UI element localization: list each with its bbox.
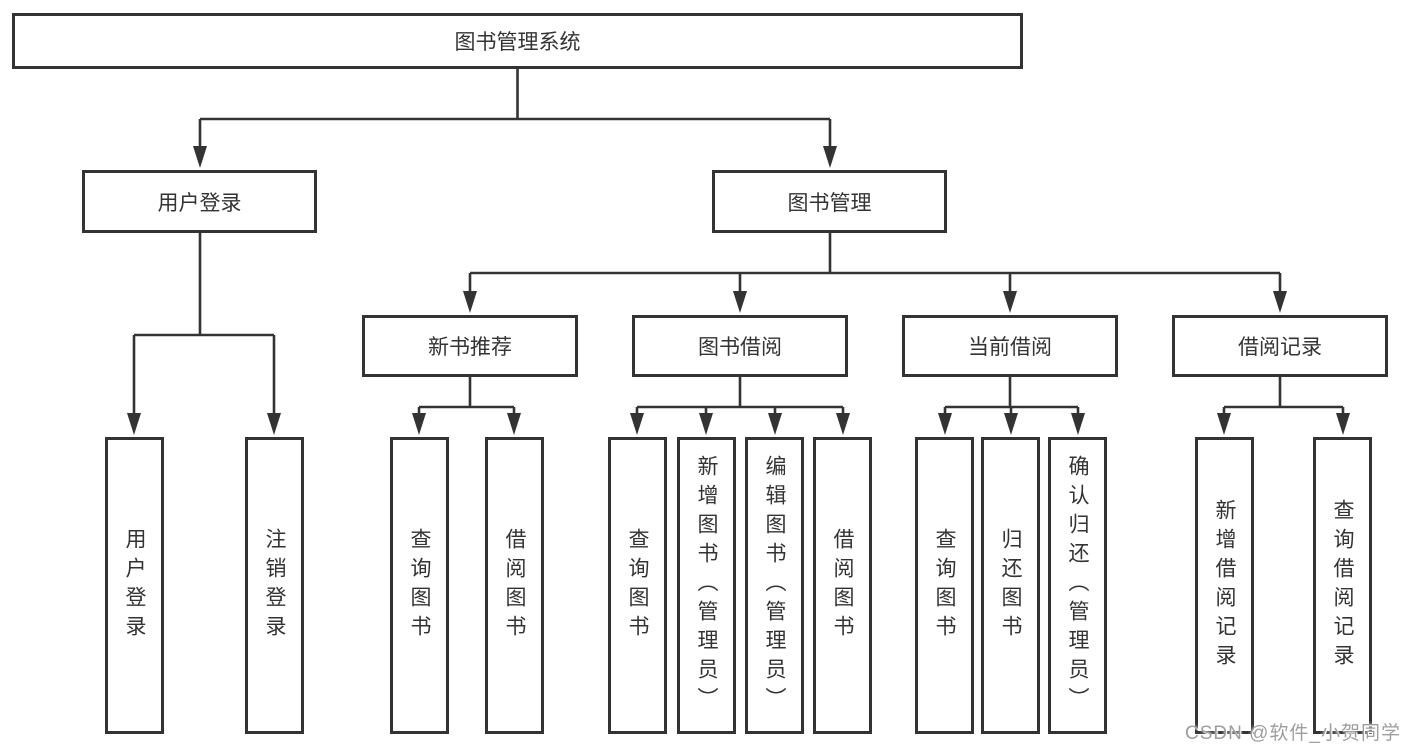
connector-current-borrow-to-leaves [938, 377, 1085, 435]
leaf-nbr-query-books: 查询图书 [390, 437, 449, 734]
connector-borrow-records-to-leaves [1217, 377, 1350, 435]
arrowhead [836, 413, 850, 435]
arrowhead [1336, 413, 1350, 435]
leaf-user-login: 用户登录 [105, 437, 164, 734]
leaf-bb-query-books: 查询图书 [608, 437, 667, 734]
arrowhead [1071, 413, 1085, 435]
leaf-bb-borrow-books: 借阅图书 [813, 437, 872, 734]
connector-root-to-level2 [193, 69, 837, 168]
arrowhead [412, 413, 426, 435]
arrowhead [699, 413, 713, 435]
leaf-cb-return-books: 归还图书 [981, 437, 1040, 734]
node-book-management: 图书管理 [712, 170, 947, 233]
arrowhead [127, 413, 141, 435]
arrowhead [630, 413, 644, 435]
leaf-nbr-borrow-books: 借阅图书 [485, 437, 544, 734]
arrowhead [1217, 413, 1231, 435]
arrowhead [938, 413, 952, 435]
connector-new-book-recommend-to-leaves [412, 377, 521, 435]
arrowhead [1003, 291, 1017, 313]
node-current-borrow: 当前借阅 [902, 315, 1118, 377]
node-borrow-records: 借阅记录 [1172, 315, 1388, 377]
arrowhead [267, 413, 281, 435]
node-user-login: 用户登录 [82, 170, 317, 233]
connector-book-management-to-level3 [463, 233, 1287, 313]
leaf-bb-edit-books-admin: 编辑图书（管理员） [745, 437, 804, 734]
arrowhead [1004, 413, 1018, 435]
arrowhead [1273, 291, 1287, 313]
leaf-br-query-borrow-record: 查询借阅记录 [1313, 437, 1372, 734]
node-book-borrow: 图书借阅 [632, 315, 848, 377]
node-new-book-recommend: 新书推荐 [362, 315, 578, 377]
node-library-management-system: 图书管理系统 [12, 13, 1023, 69]
arrowhead [733, 291, 747, 313]
leaf-logout: 注销登录 [245, 437, 304, 734]
csdn-watermark: CSDN @软件_小贺同学 [1185, 723, 1401, 744]
arrowhead [507, 413, 521, 435]
arrowhead [193, 146, 207, 168]
leaf-cb-confirm-return-admin: 确认归还（管理员） [1048, 437, 1107, 734]
leaf-cb-query-books: 查询图书 [915, 437, 974, 734]
connector-book-borrow-to-leaves [630, 377, 850, 435]
arrowhead [768, 413, 782, 435]
arrowhead [463, 291, 477, 313]
leaf-bb-add-books-admin: 新增图书（管理员） [677, 437, 736, 734]
arrowhead [823, 146, 837, 168]
connector-user-login-to-leaves [127, 233, 281, 435]
leaf-br-add-borrow-record: 新增借阅记录 [1195, 437, 1254, 734]
